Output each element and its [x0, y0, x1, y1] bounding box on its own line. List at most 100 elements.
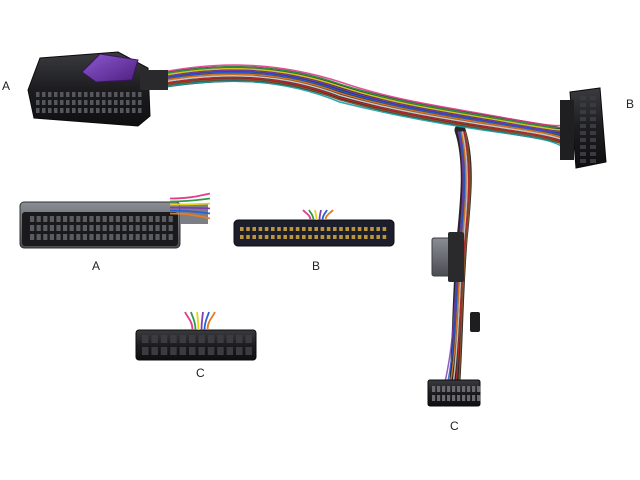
pin: [129, 216, 134, 222]
latch-purple: [81, 53, 139, 83]
pin: [351, 235, 356, 239]
pin: [295, 227, 300, 231]
pin: [102, 225, 107, 231]
pin: [122, 234, 127, 240]
pin: [452, 395, 456, 401]
pin: [198, 335, 205, 343]
pin: [252, 227, 256, 231]
connector-a-pins: [36, 92, 142, 113]
pin: [43, 216, 48, 222]
pin: [82, 216, 87, 222]
pin: [36, 92, 40, 97]
pin: [226, 335, 234, 343]
pin: [36, 225, 41, 231]
pin: [115, 234, 120, 240]
pin: [437, 386, 441, 392]
wire: [458, 131, 471, 383]
wire: [184, 311, 194, 331]
pin: [122, 216, 127, 222]
pin: [467, 386, 471, 392]
pin: [364, 227, 368, 231]
pin: [132, 108, 136, 113]
pin: [142, 335, 149, 343]
pin: [148, 234, 153, 240]
pin: [135, 225, 140, 231]
pin: [580, 124, 586, 128]
connector-b-pins: [580, 96, 596, 163]
pin: [590, 138, 596, 142]
pin: [580, 103, 586, 107]
pin: [76, 216, 81, 222]
pin: [108, 108, 112, 113]
pin: [49, 216, 54, 222]
pin: [151, 335, 158, 343]
pin: [590, 103, 596, 107]
wire: [169, 206, 211, 210]
pin: [96, 216, 101, 222]
pin: [580, 131, 586, 135]
pin: [271, 235, 275, 239]
pin: [102, 216, 107, 222]
pin: [48, 108, 52, 113]
pin: [326, 227, 331, 231]
pin: [96, 92, 100, 97]
pin: [142, 216, 147, 222]
wire: [149, 73, 571, 141]
pin: [72, 92, 76, 97]
pin: [89, 234, 94, 240]
pin: [63, 234, 68, 240]
pin: [69, 234, 74, 240]
pin: [580, 138, 586, 142]
pin: [246, 235, 250, 239]
pin: [132, 92, 136, 97]
pin: [452, 386, 456, 392]
pin: [115, 216, 120, 222]
pin: [333, 235, 337, 239]
pin: [580, 145, 586, 149]
label-connector-a-detail: A: [92, 259, 101, 273]
connector-a-detail: [19, 192, 211, 249]
pin: [295, 235, 300, 239]
pin: [160, 347, 168, 355]
pin: [115, 225, 120, 231]
pin: [442, 386, 446, 392]
pin: [320, 227, 325, 231]
pin: [477, 386, 481, 392]
pin: [162, 216, 167, 222]
pin: [333, 227, 337, 231]
wire: [302, 209, 312, 221]
pin: [472, 386, 476, 392]
gray-side-connector: [431, 232, 464, 282]
pin: [90, 92, 94, 97]
pin: [580, 117, 586, 121]
pin: [43, 234, 48, 240]
pin: [109, 216, 114, 222]
label-connector-c-detail: C: [196, 366, 205, 380]
label-connector-b-harness: B: [626, 97, 635, 111]
wire: [149, 67, 571, 131]
pin: [54, 92, 58, 97]
connector-c-detail-pins: [142, 335, 252, 355]
pin: [457, 395, 461, 401]
connector-c-pins: [432, 386, 481, 401]
pin: [339, 227, 343, 231]
pin: [54, 108, 58, 113]
pin: [370, 227, 374, 231]
pin: [82, 234, 87, 240]
pin: [580, 110, 586, 114]
pin: [66, 100, 70, 105]
pin: [90, 108, 94, 113]
pin: [179, 347, 187, 355]
pin: [314, 227, 318, 231]
wire: [206, 311, 216, 331]
pin: [126, 92, 130, 97]
pin: [114, 100, 118, 105]
connector-a-harness: [27, 51, 168, 127]
pin: [148, 225, 153, 231]
pin: [96, 108, 100, 113]
pin: [590, 131, 596, 135]
pin: [42, 100, 46, 105]
pin: [54, 100, 58, 105]
